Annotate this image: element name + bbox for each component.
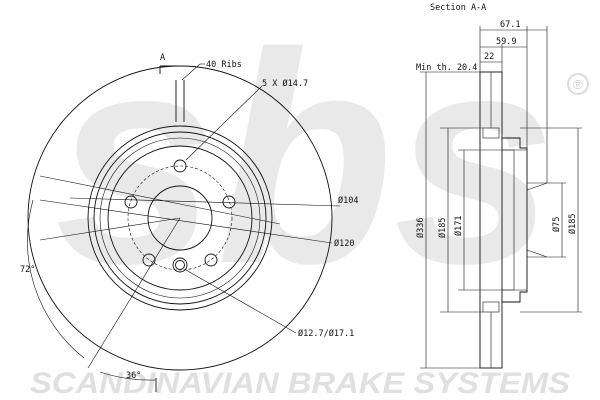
locating-hole-outer <box>172 257 188 273</box>
hat-ring-2 <box>99 137 261 299</box>
dia-171-label: Ø171 <box>453 216 464 236</box>
pcd-dim-line <box>69 197 341 207</box>
bore-chamfer <box>526 249 548 258</box>
hat-profile <box>502 137 528 303</box>
sbs-watermark-logo: sbs ® <box>55 0 589 326</box>
section-marker-top: A <box>160 53 165 63</box>
width-total-label: 67.1 <box>500 20 520 30</box>
bolt-hole <box>204 253 218 267</box>
bolt-holes <box>124 159 236 267</box>
registered-circle <box>567 73 589 95</box>
bolt-hole <box>142 253 156 267</box>
center-bore <box>147 185 213 251</box>
pcd-leader-line <box>39 175 281 225</box>
bolt-hole <box>173 159 187 173</box>
dia-185-right-label: Ø185 <box>567 214 578 234</box>
ribs-leader <box>181 63 201 81</box>
bore-chamfer <box>526 182 548 191</box>
vent-lower <box>482 301 500 313</box>
angle-ray-36 <box>87 217 181 369</box>
registered-mark: ® <box>573 77 583 92</box>
thickness-label: 22 <box>484 52 494 62</box>
angle-ray-72 <box>39 217 181 241</box>
disc-outer-edge <box>27 65 333 371</box>
dia-185-left-label: Ø185 <box>437 218 448 238</box>
angle-arc-72 <box>27 199 85 359</box>
disc-front-view: A <box>27 53 333 392</box>
bolt-leader <box>185 85 263 161</box>
angle-arc-36 <box>99 371 157 381</box>
hat-outer-ring <box>93 131 267 305</box>
bolt-hole <box>222 195 236 209</box>
small-holes-label: Ø12.7/Ø17.1 <box>298 328 354 339</box>
front-view-leaders <box>27 63 341 381</box>
dia-75-label: Ø75 <box>551 217 562 232</box>
dia-outer-label: Ø336 <box>415 218 426 238</box>
flange-label: Ø120 <box>334 238 354 249</box>
min-thickness-label: Min th. 20.4 <box>416 63 477 73</box>
pcd-label: Ø104 <box>338 195 358 206</box>
pcd-circle <box>127 165 233 271</box>
vent-upper <box>482 127 500 139</box>
brand-line: SCANDINAVIAN BRAKE SYSTEMS <box>30 367 570 400</box>
section-title: Section A-A <box>430 3 486 13</box>
flange-dim-line <box>39 199 333 244</box>
small-hole-leader <box>185 269 297 334</box>
logo-lettering: sbs <box>55 0 555 326</box>
bolt-holes-label: 5 X Ø14.7 <box>262 78 308 89</box>
ribs-label: 40 Ribs <box>206 60 242 70</box>
bolt-hole <box>124 195 138 209</box>
angle-72-label: 72° <box>20 265 35 275</box>
width-hat-label: 59.9 <box>496 37 516 47</box>
section-dimensions <box>420 26 582 369</box>
section-view <box>458 71 548 369</box>
friction-inner-edge <box>87 125 273 311</box>
locating-hole-inner <box>175 260 185 270</box>
angle-36-label: 36° <box>126 371 141 381</box>
hat-ring-3 <box>107 145 253 291</box>
